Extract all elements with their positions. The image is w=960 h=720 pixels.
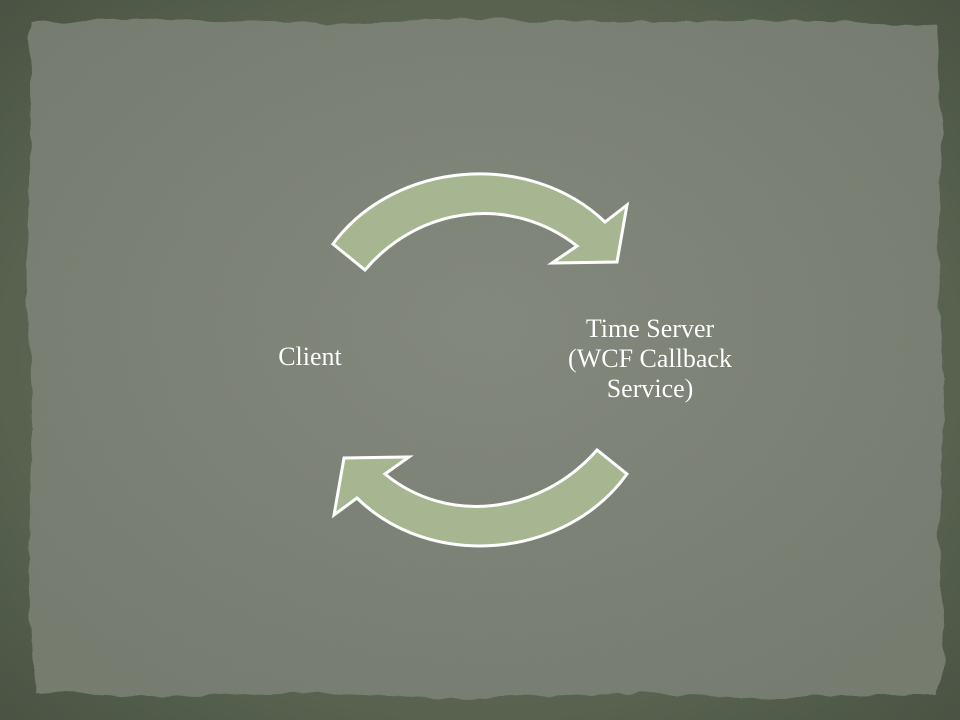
- request-arrow: [330, 172, 630, 273]
- callback-arrow: [331, 447, 630, 548]
- time-server-label: Time Server (WCF Callback Service): [545, 314, 755, 404]
- client-label: Client: [278, 342, 342, 371]
- paper-board: [26, 18, 945, 699]
- server-label-line-1: Time Server: [585, 314, 715, 343]
- server-label-line-3: Service): [606, 374, 694, 403]
- server-label-line-2: (WCF Callback: [568, 344, 732, 373]
